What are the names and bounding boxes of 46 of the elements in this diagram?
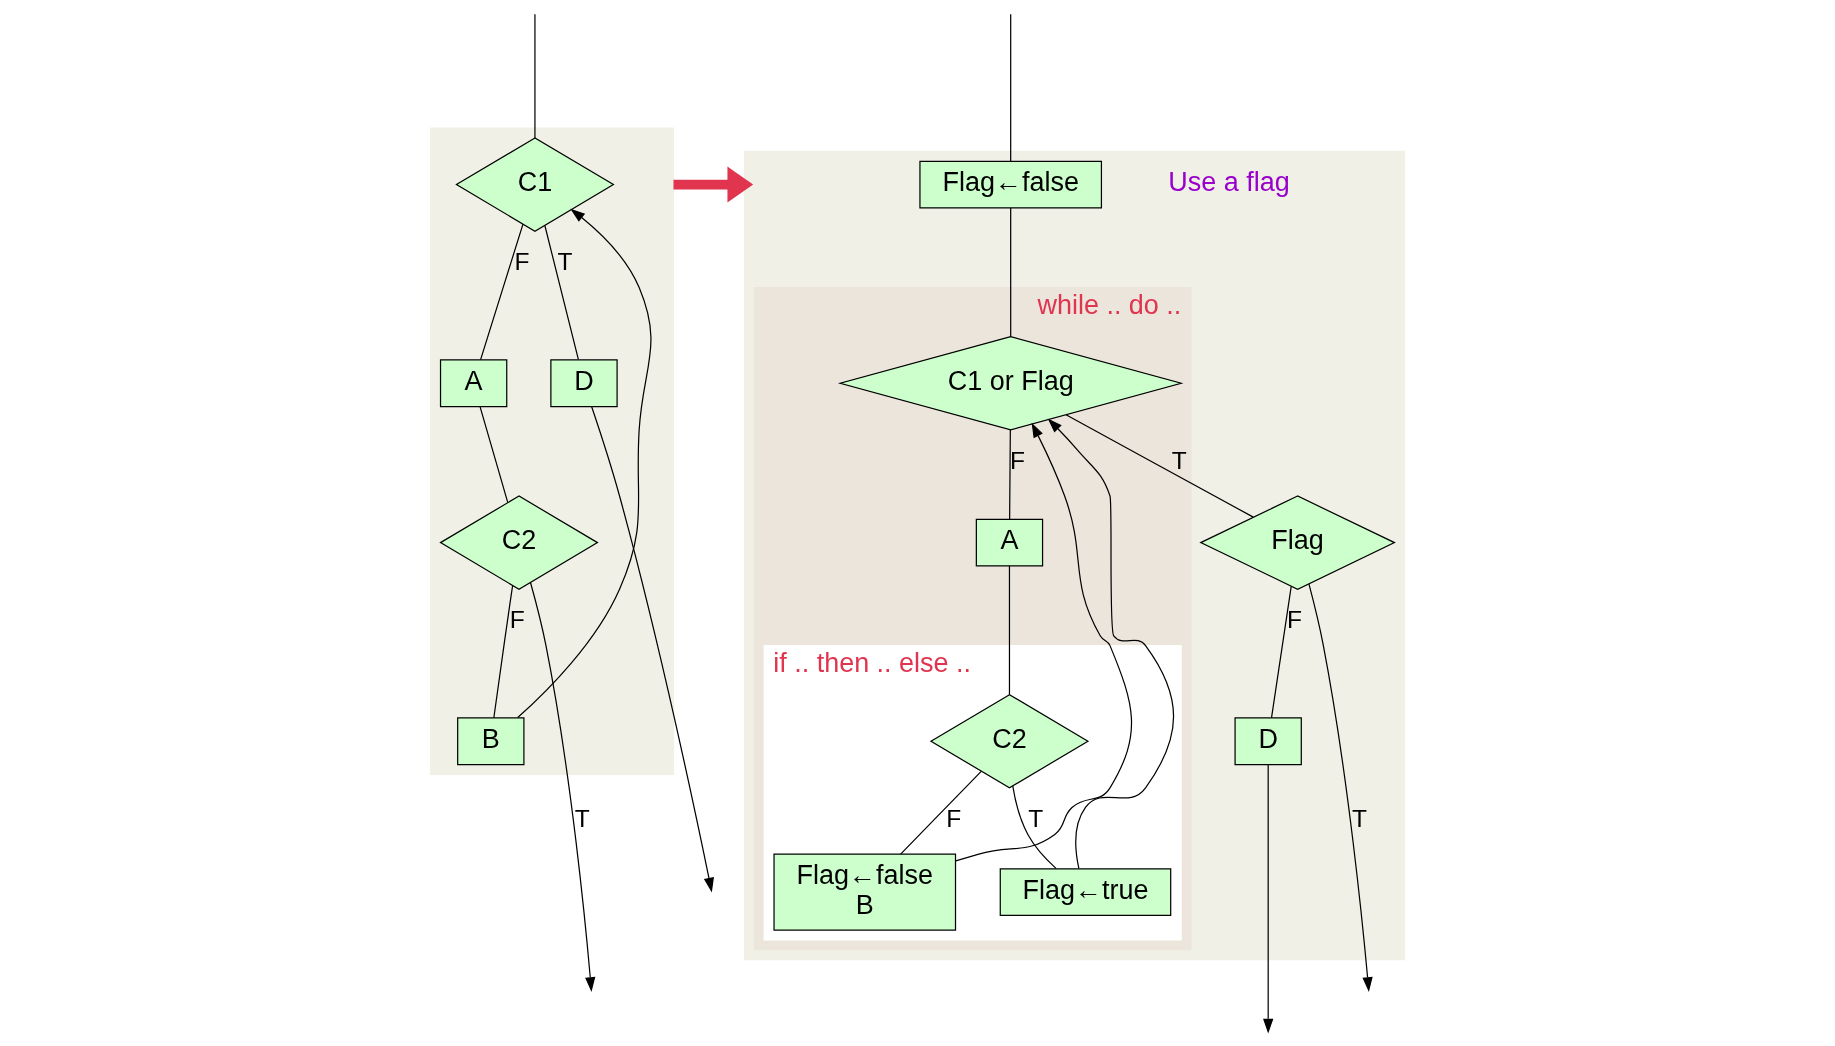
node-diamond: C2	[929, 693, 1090, 789]
edge-label: T	[574, 805, 590, 833]
connector	[1012, 785, 1057, 869]
node-box: B	[457, 717, 525, 766]
node-label: Use a flag	[1168, 167, 1290, 198]
connector	[480, 223, 524, 361]
node-diamond: C1	[455, 137, 615, 232]
node-box: D	[550, 359, 618, 408]
edge-label: T	[1352, 805, 1368, 833]
arrow	[955, 422, 1133, 862]
arrow	[1263, 764, 1274, 1034]
arrow	[1047, 418, 1175, 870]
connector	[1065, 414, 1254, 518]
edge-label: F	[1287, 606, 1303, 634]
cluster	[744, 150, 1405, 961]
connector	[1008, 565, 1011, 696]
edge-label: F	[1009, 447, 1025, 475]
node-diamond: Flag	[1199, 495, 1396, 590]
edge-label: T	[1028, 805, 1044, 833]
node-box: Flag←false B	[773, 853, 957, 931]
arrow	[1308, 583, 1373, 992]
connector	[493, 585, 514, 719]
node-box: A	[439, 359, 508, 408]
node-diamond: C2	[439, 495, 599, 590]
connector	[1009, 429, 1011, 520]
edge-label: F	[946, 805, 962, 833]
arrow	[673, 166, 754, 203]
connector	[534, 13, 536, 139]
arrow	[529, 582, 596, 992]
edge-label: F	[514, 248, 530, 276]
cluster	[430, 127, 675, 775]
node-box: A	[975, 518, 1044, 567]
edge-label: T	[557, 248, 573, 276]
connector	[1010, 13, 1012, 162]
arrow	[590, 405, 714, 893]
arrow	[517, 208, 652, 719]
edge-label: F	[509, 606, 525, 634]
connector	[900, 770, 982, 855]
connector	[479, 406, 509, 503]
edge-label: T	[1171, 447, 1187, 475]
connector	[1270, 585, 1292, 719]
connector	[544, 224, 579, 361]
node-box: Flag←false	[919, 160, 1103, 209]
node-box: D	[1234, 717, 1302, 766]
connector	[1010, 207, 1012, 338]
node-box: Flag←true	[999, 868, 1172, 916]
